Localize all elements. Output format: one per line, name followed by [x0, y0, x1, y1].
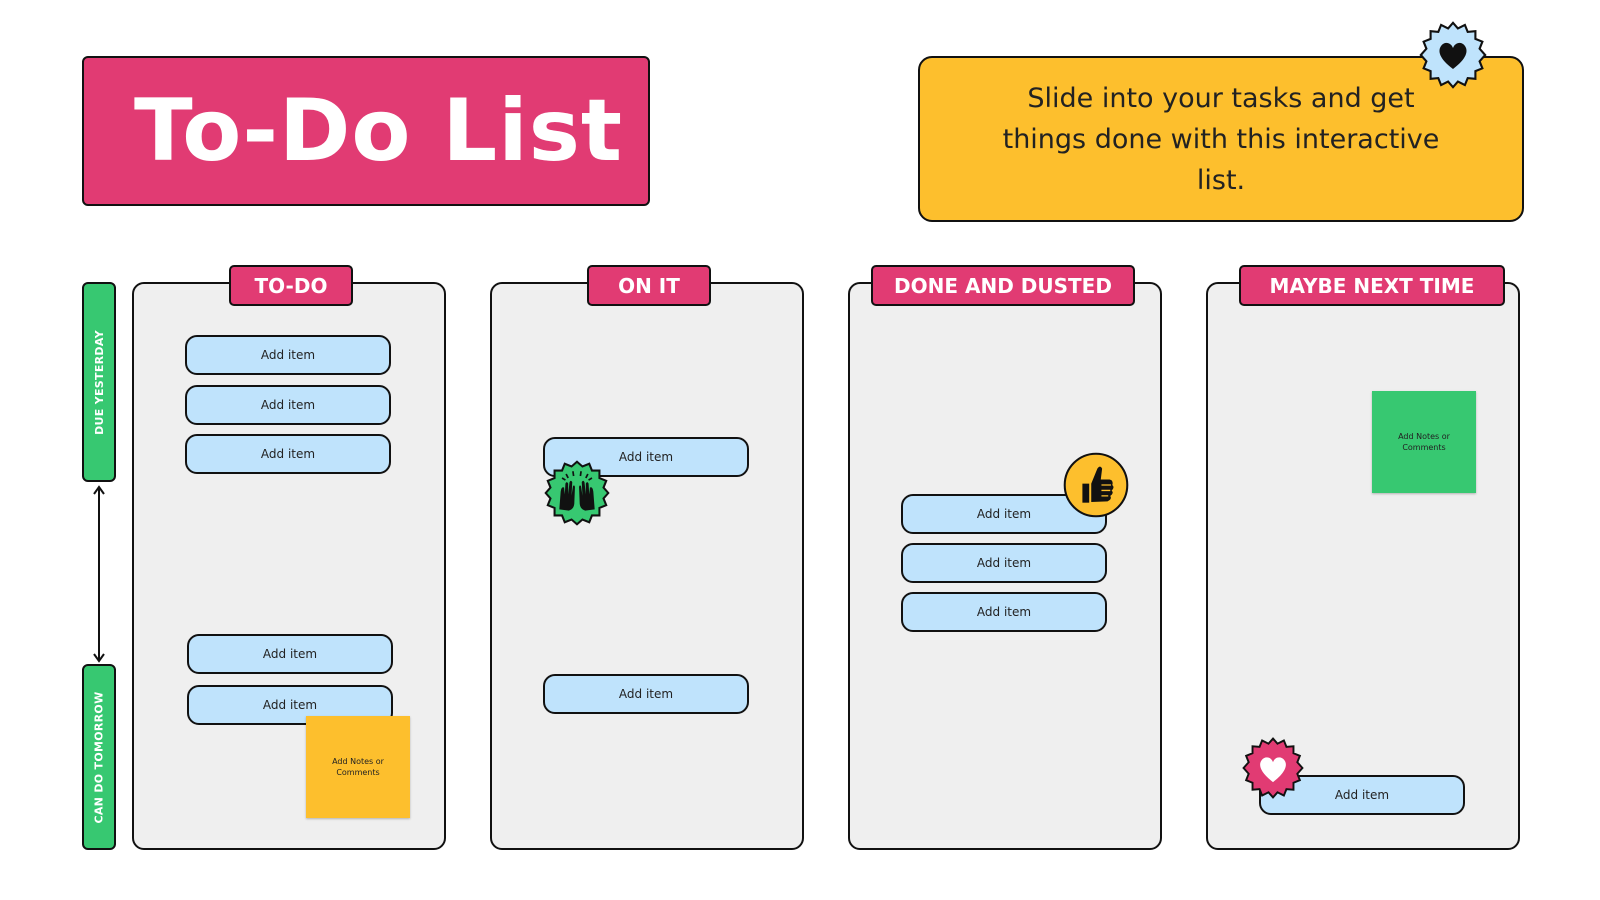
- double-arrow-icon: [93, 485, 105, 663]
- tagline-card: Slide into your tasks and get things don…: [918, 56, 1524, 222]
- done-item-2[interactable]: Add item: [901, 543, 1107, 583]
- due-yesterday-pill: DUE YESTERDAY: [82, 282, 116, 482]
- column-label-todo: TO-DO: [229, 265, 353, 306]
- todo-item-3[interactable]: Add item: [185, 434, 391, 474]
- sticky-note-text: Add Notes or Comments: [1398, 432, 1450, 452]
- title-banner: To-Do List: [82, 56, 650, 206]
- column-label-done: DONE AND DUSTED: [871, 265, 1135, 306]
- heart-icon: [1241, 736, 1305, 800]
- sticky-note-text: Add Notes or Comments: [332, 757, 384, 777]
- thumbs-up-icon: [1062, 451, 1130, 519]
- tagline-text: Slide into your tasks and get things don…: [1002, 82, 1440, 196]
- todo-item-4[interactable]: Add item: [187, 634, 393, 674]
- page-title: To-Do List: [134, 81, 624, 181]
- sticky-note-yellow[interactable]: Add Notes or Comments: [306, 716, 410, 818]
- done-item-3[interactable]: Add item: [901, 592, 1107, 632]
- can-do-tomorrow-label: CAN DO TOMORROW: [92, 690, 106, 824]
- todo-item-2[interactable]: Add item: [185, 385, 391, 425]
- column-on-it: [490, 282, 804, 850]
- due-yesterday-label: DUE YESTERDAY: [92, 329, 106, 435]
- can-do-tomorrow-pill: CAN DO TOMORROW: [82, 664, 116, 850]
- raised-hands-icon: [543, 459, 611, 527]
- column-label-maybe: MAYBE NEXT TIME: [1239, 265, 1505, 306]
- on-it-item-2[interactable]: Add item: [543, 674, 749, 714]
- heart-icon: [1418, 20, 1488, 90]
- sticky-note-green[interactable]: Add Notes or Comments: [1372, 391, 1476, 493]
- column-label-on-it: ON IT: [587, 265, 711, 306]
- todo-item-1[interactable]: Add item: [185, 335, 391, 375]
- on-it-item-1[interactable]: Add item: [543, 437, 749, 477]
